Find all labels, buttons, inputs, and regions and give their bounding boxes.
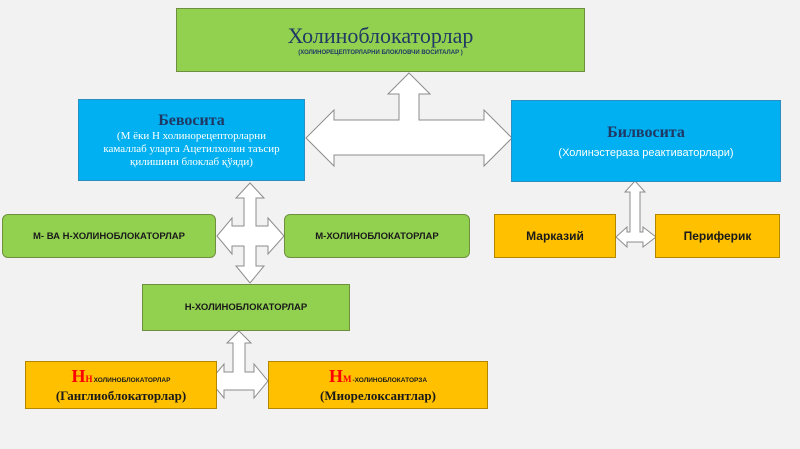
- direct-line-3: қилишини блоклаб қўяди): [130, 156, 253, 168]
- direct-title: Бевосита: [158, 112, 225, 129]
- central-box: Марказий: [494, 214, 616, 258]
- n-branch-arrow: [209, 330, 269, 400]
- n-blockers-label: Н-ХОЛИНОБЛОКАТОРЛАР: [184, 302, 308, 313]
- mn-blockers-box: М- ВА Н-ХОЛИНОБЛОКАТОРЛАР: [2, 214, 216, 258]
- direct-line-2: камаллаб уларга Ацетилхолин таъсир: [103, 143, 280, 155]
- nm-parenthetical: (Миорелоксантлар): [320, 388, 436, 403]
- nm-subscript: М: [342, 374, 352, 384]
- indirect-subtitle: (Холинэстераза реактиваторлари): [558, 146, 734, 159]
- mn-blockers-label: М- ВА Н-ХОЛИНОБЛОКАТОРЛАР: [32, 230, 185, 242]
- nn-text: ХОЛИНОБЛОКАТОРЛАР: [93, 377, 171, 384]
- central-label: Марказий: [526, 229, 584, 243]
- nm-text: -ХОЛИНОБЛОКАТОРЗА: [352, 377, 428, 384]
- nn-parenthetical: (Ганглиоблокаторлар): [55, 388, 187, 403]
- nn-subscript: Н: [85, 374, 93, 384]
- nm-letter: Н: [328, 366, 343, 386]
- m-blockers-box: М-ХОЛИНОБЛОКАТОРЛАР: [284, 214, 470, 258]
- n-blockers-box: Н-ХОЛИНОБЛОКАТОРЛАР: [142, 284, 350, 331]
- indirect-title: Билвосита: [607, 123, 685, 141]
- indirect-box: Билвосита (Холинэстераза реактиваторлари…: [511, 100, 781, 182]
- direct-line-1: (М ёки Н холинорецепторларни: [116, 130, 267, 142]
- m-blockers-label: М-ХОЛИНОБЛОКАТОРЛАР: [315, 230, 439, 242]
- top-subtitle: (ХОЛИНОРЕЦЕПТОРЛАРНИ БЛОКЛОВЧИ ВОСИТАЛАР…: [298, 50, 463, 56]
- indirect-branch-arrow: [615, 180, 657, 249]
- cross-arrow: [216, 182, 285, 284]
- direct-box: Бевосита (М ёки Н холинорецепторларни ка…: [78, 99, 305, 181]
- nn-letter: Н: [71, 366, 86, 386]
- top-title: Холиноблокаторлар: [287, 23, 474, 48]
- top-box: Холиноблокаторлар (ХОЛИНОРЕЦЕПТОРЛАРНИ Б…: [176, 8, 585, 72]
- three-way-arrow: [305, 72, 513, 168]
- peripheral-box: Периферик: [655, 214, 780, 258]
- peripheral-label: Периферик: [683, 229, 752, 243]
